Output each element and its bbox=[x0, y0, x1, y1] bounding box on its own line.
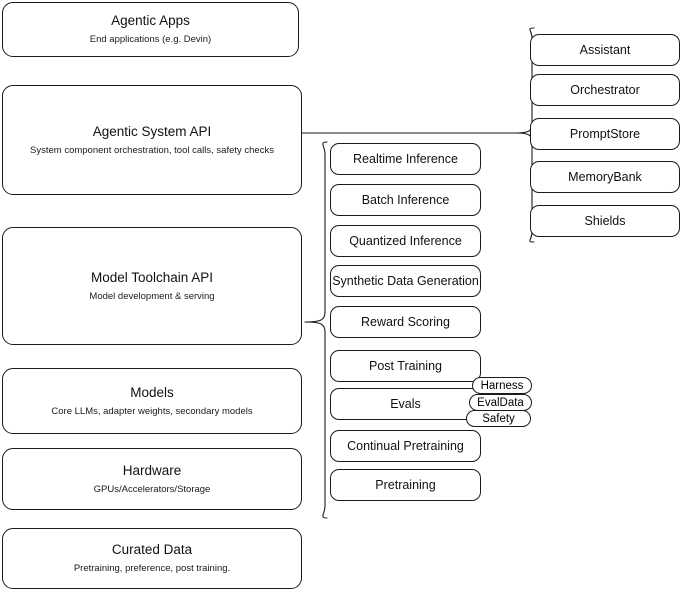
capability-label: Batch Inference bbox=[361, 192, 450, 207]
capability-label: Evals bbox=[390, 396, 421, 411]
layer-agentic-system-api[interactable]: Agentic System API System component orch… bbox=[2, 85, 302, 195]
capability-quantized-inference[interactable]: Quantized Inference bbox=[330, 225, 481, 257]
capability-pretraining[interactable]: Pretraining bbox=[330, 469, 481, 501]
toolchain-capabilities-brace bbox=[303, 140, 329, 520]
capability-realtime-inference[interactable]: Realtime Inference bbox=[330, 143, 481, 175]
system-component-label: Orchestrator bbox=[570, 82, 640, 97]
capability-label: Synthetic Data Generation bbox=[332, 273, 479, 288]
capability-post-training[interactable]: Post Training bbox=[330, 350, 481, 382]
capability-evals[interactable]: Evals bbox=[330, 388, 481, 420]
layer-hardware[interactable]: Hardware GPUs/Accelerators/Storage bbox=[2, 448, 302, 510]
system-component-label: PromptStore bbox=[569, 126, 641, 141]
layer-subtitle: End applications (e.g. Devin) bbox=[89, 34, 212, 46]
pill-label: Harness bbox=[480, 379, 524, 392]
layer-models[interactable]: Models Core LLMs, adapter weights, secon… bbox=[2, 368, 302, 434]
capability-label: Realtime Inference bbox=[353, 151, 458, 166]
capability-label: Post Training bbox=[369, 358, 442, 373]
capability-label: Reward Scoring bbox=[361, 314, 450, 329]
capability-label: Continual Pretraining bbox=[347, 438, 464, 453]
system-component-label: MemoryBank bbox=[568, 169, 642, 184]
evals-subcomponent-evaldata[interactable]: EvalData bbox=[469, 394, 532, 411]
layer-subtitle: GPUs/Accelerators/Storage bbox=[93, 483, 211, 495]
layer-title: Agentic Apps bbox=[111, 13, 190, 29]
capability-synthetic-data-generation[interactable]: Synthetic Data Generation bbox=[330, 265, 481, 297]
evals-subcomponent-harness[interactable]: Harness bbox=[472, 377, 532, 394]
layer-title: Agentic System API bbox=[92, 123, 212, 139]
capability-label: Pretraining bbox=[375, 477, 436, 492]
layer-title: Curated Data bbox=[111, 542, 193, 558]
system-component-shields[interactable]: Shields bbox=[530, 205, 680, 237]
pill-label: Safety bbox=[482, 412, 515, 425]
system-component-orchestrator[interactable]: Orchestrator bbox=[530, 74, 680, 106]
capability-label: Quantized Inference bbox=[349, 233, 462, 248]
layer-model-toolchain-api[interactable]: Model Toolchain API Model development & … bbox=[2, 227, 302, 345]
layer-title: Hardware bbox=[122, 462, 182, 478]
capability-reward-scoring[interactable]: Reward Scoring bbox=[330, 306, 481, 338]
system-component-assistant[interactable]: Assistant bbox=[530, 34, 680, 66]
layer-curated-data[interactable]: Curated Data Pretraining, preference, po… bbox=[2, 528, 302, 589]
system-component-label: Assistant bbox=[579, 42, 631, 57]
evals-subcomponent-safety[interactable]: Safety bbox=[466, 410, 531, 427]
system-api-connector-line bbox=[301, 125, 518, 141]
layer-title: Models bbox=[130, 384, 174, 400]
layer-agentic-apps[interactable]: Agentic Apps End applications (e.g. Devi… bbox=[2, 2, 299, 57]
system-component-memorybank[interactable]: MemoryBank bbox=[530, 161, 680, 193]
layer-subtitle: System component orchestration, tool cal… bbox=[30, 144, 274, 156]
capability-continual-pretraining[interactable]: Continual Pretraining bbox=[330, 430, 481, 462]
capability-batch-inference[interactable]: Batch Inference bbox=[330, 184, 481, 216]
layer-title: Model Toolchain API bbox=[90, 269, 214, 285]
system-component-label: Shields bbox=[584, 213, 626, 228]
pill-label: EvalData bbox=[477, 396, 524, 409]
layer-subtitle: Core LLMs, adapter weights, secondary mo… bbox=[51, 405, 253, 417]
system-component-promptstore[interactable]: PromptStore bbox=[530, 118, 680, 150]
layer-subtitle: Pretraining, preference, post training. bbox=[73, 563, 231, 575]
layer-subtitle: Model development & serving bbox=[89, 290, 215, 302]
